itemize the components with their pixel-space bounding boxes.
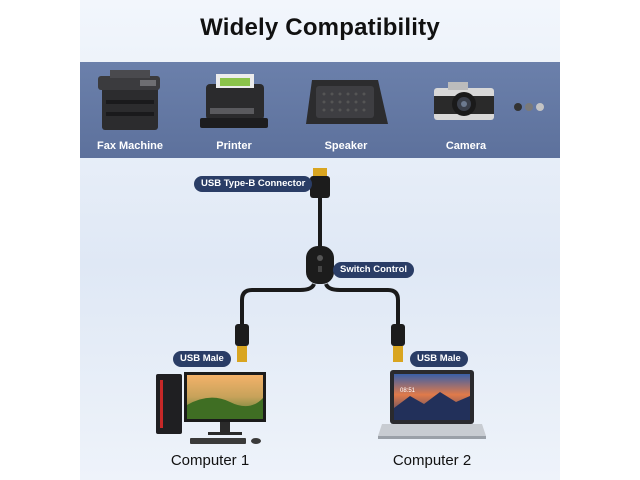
usb-male-left-label: USB Male bbox=[173, 351, 231, 367]
usb-male-right bbox=[391, 324, 405, 362]
device-label-fax: Fax Machine bbox=[96, 140, 164, 152]
device-label-camera: Camera bbox=[445, 140, 487, 152]
cable-diagram bbox=[235, 168, 405, 362]
fax-machine-icon bbox=[98, 70, 160, 130]
printer-icon bbox=[200, 74, 268, 128]
device-label-printer: Printer bbox=[216, 140, 252, 152]
desktop-computer-icon bbox=[156, 372, 266, 444]
computer-1-label: Computer 1 bbox=[170, 452, 250, 469]
computer-illustrations: 08:51 bbox=[156, 370, 486, 444]
product-infographic: Widely Compatibility bbox=[80, 0, 560, 480]
more-devices-dots bbox=[514, 98, 547, 116]
device-illustrations bbox=[98, 70, 494, 130]
svg-text:08:51: 08:51 bbox=[400, 388, 416, 394]
switch-control-box bbox=[306, 246, 334, 284]
usb-male-right-label: USB Male bbox=[410, 351, 468, 367]
usb-type-b-connector bbox=[310, 168, 330, 198]
speaker-icon bbox=[306, 80, 388, 124]
page-title: Widely Compatibility bbox=[200, 14, 440, 41]
device-label-speaker: Speaker bbox=[324, 140, 368, 152]
usb-male-left bbox=[235, 324, 249, 362]
switch-control-label: Switch Control bbox=[333, 262, 415, 278]
laptop-computer-icon: 08:51 bbox=[378, 370, 486, 439]
computer-2-label: Computer 2 bbox=[392, 452, 472, 469]
usb-type-b-connector-label: USB Type-B Connector bbox=[194, 176, 313, 192]
camera-icon bbox=[434, 82, 494, 120]
